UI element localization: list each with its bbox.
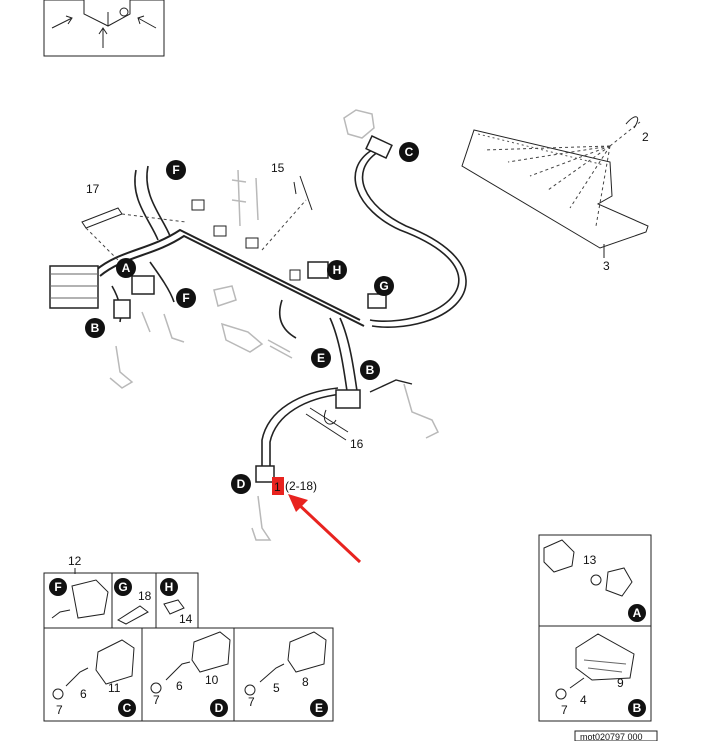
detail-callout-d: D bbox=[215, 701, 224, 715]
callout-f-mid: F bbox=[182, 291, 189, 305]
label-part-10: 10 bbox=[205, 673, 219, 687]
callout-b-main: B bbox=[91, 321, 100, 335]
callout-c-main: C bbox=[405, 145, 414, 159]
label-part-8: 8 bbox=[302, 675, 309, 689]
callout-e-main: E bbox=[317, 351, 325, 365]
label-part-17: 17 bbox=[86, 182, 100, 196]
inset-top-left bbox=[43, 0, 165, 57]
label-part-16: 16 bbox=[350, 437, 364, 451]
part-number-labels: 1 (2-18) 2 3 15 16 17 bbox=[86, 130, 649, 494]
label-part-7-b: 7 bbox=[561, 703, 568, 717]
label-part-1-ref: (2-18) bbox=[285, 479, 317, 493]
figure-id-text: mot020797 000 bbox=[580, 732, 643, 741]
label-part-2: 2 bbox=[642, 130, 649, 144]
detail-callout-f: F bbox=[54, 580, 61, 594]
label-part-4: 4 bbox=[580, 693, 587, 707]
pointer-arrow bbox=[288, 494, 362, 564]
detail-callout-g: G bbox=[118, 580, 127, 594]
callout-h-main: H bbox=[333, 263, 342, 277]
letter-callouts: C F A B F H G E B D bbox=[85, 142, 419, 494]
label-part-3: 3 bbox=[603, 259, 610, 273]
detail-callout-e: E bbox=[315, 701, 323, 715]
callout-a-main: A bbox=[122, 261, 131, 275]
detail-grid-left: 12 F G 18 H 14 11 6 7 C 1 bbox=[43, 554, 334, 722]
label-part-11: 11 bbox=[108, 681, 121, 695]
label-part-7-e: 7 bbox=[248, 695, 255, 709]
label-part-6-c: 6 bbox=[80, 687, 87, 701]
label-part-7-d: 7 bbox=[153, 693, 160, 707]
detail-callout-h: H bbox=[165, 580, 174, 594]
figure-id: mot020797 000 bbox=[574, 730, 658, 741]
wiring-harness bbox=[49, 135, 467, 483]
detail-callout-a: A bbox=[633, 606, 642, 620]
detail-grid-right: 13 A 9 4 7 B bbox=[538, 534, 652, 722]
label-part-1: 1 bbox=[274, 480, 281, 494]
callout-b-mid: B bbox=[366, 363, 375, 377]
ghost-engine-parts bbox=[109, 109, 440, 541]
label-part-15: 15 bbox=[271, 161, 285, 175]
callout-g-main: G bbox=[379, 279, 388, 293]
label-part-5: 5 bbox=[273, 681, 280, 695]
label-part-9: 9 bbox=[617, 676, 624, 690]
detail-callout-c: C bbox=[123, 701, 132, 715]
label-part-12: 12 bbox=[68, 554, 82, 568]
part-1-highlight bbox=[272, 477, 284, 495]
label-part-14: 14 bbox=[179, 612, 193, 626]
label-part-18: 18 bbox=[138, 589, 152, 603]
callout-f-main: F bbox=[172, 163, 179, 177]
detail-callout-b: B bbox=[633, 701, 642, 715]
heat-shield-bracket bbox=[461, 116, 649, 258]
label-part-7-c: 7 bbox=[56, 703, 63, 717]
callout-d-main: D bbox=[237, 477, 246, 491]
label-part-13: 13 bbox=[583, 553, 597, 567]
label-part-6-d: 6 bbox=[176, 679, 183, 693]
